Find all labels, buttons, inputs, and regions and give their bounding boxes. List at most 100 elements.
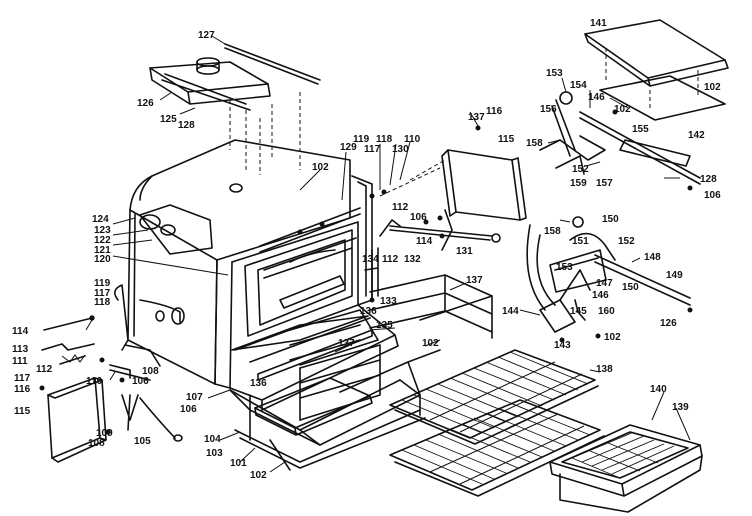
callout-123: 123 — [94, 225, 111, 236]
callout-113: 113 — [12, 344, 29, 355]
top-rod — [224, 43, 321, 85]
callout-148: 148 — [644, 252, 661, 263]
callout-115: 115 — [14, 406, 31, 417]
callout-156: 156 — [540, 104, 557, 115]
callout-130: 130 — [392, 144, 409, 155]
callout-112: 112 — [382, 254, 399, 265]
callout-140: 140 — [650, 384, 667, 395]
callout-141: 141 — [590, 18, 607, 29]
callout-153: 153 — [556, 262, 573, 273]
callout-107: 107 — [186, 392, 203, 403]
callout-116: 116 — [486, 106, 503, 117]
callout-106: 106 — [180, 404, 197, 415]
callout-158: 158 — [544, 226, 561, 237]
callout-115: 115 — [498, 134, 515, 145]
callout-121: 121 — [94, 245, 111, 256]
callout-102: 102 — [604, 332, 621, 343]
callout-124: 124 — [92, 214, 109, 225]
callout-139: 139 — [672, 402, 689, 413]
callout-119: 119 — [353, 134, 370, 145]
callout-137: 137 — [468, 112, 485, 123]
callout-126: 126 — [660, 318, 677, 329]
callout-117: 117 — [364, 144, 381, 155]
callout-144: 144 — [502, 306, 519, 317]
callout-116: 116 — [14, 384, 31, 395]
hardware-left — [39, 315, 105, 391]
callout-102: 102 — [250, 470, 267, 481]
hinge-assembly — [105, 364, 183, 442]
callout-127: 127 — [198, 30, 215, 41]
callout-152: 152 — [618, 236, 635, 247]
side-strips — [114, 284, 185, 367]
callout-125: 125 — [160, 114, 177, 125]
callout-131: 131 — [456, 246, 473, 257]
callout-153: 153 — [546, 68, 563, 79]
callout-118: 118 — [376, 134, 393, 145]
callout-101: 101 — [230, 458, 247, 469]
callout-111: 111 — [12, 356, 28, 367]
broiler-element — [263, 237, 357, 309]
callout-102: 102 — [422, 338, 439, 349]
callout-150: 150 — [602, 214, 619, 225]
leader-lines — [85, 35, 691, 473]
callout-114: 114 — [12, 326, 29, 337]
top-panel — [149, 57, 271, 111]
callout-137: 137 — [466, 275, 483, 286]
callout-118: 118 — [94, 297, 111, 308]
oven-burner — [369, 125, 501, 251]
callout-112: 112 — [36, 364, 53, 375]
callout-133: 133 — [380, 296, 397, 307]
left-door-panel — [47, 377, 107, 463]
callout-labels: 127 126 125 128 129 102 119 118 117 130 … — [12, 18, 721, 481]
callout-152: 152 — [572, 164, 589, 175]
callout-104: 104 — [204, 434, 221, 445]
callout-108: 108 — [142, 366, 159, 377]
callout-114: 114 — [416, 236, 433, 247]
callout-117: 117 — [94, 288, 111, 299]
callout-106: 106 — [704, 190, 721, 201]
callout-142: 142 — [688, 130, 705, 141]
callout-138: 138 — [596, 364, 613, 375]
callout-102: 102 — [704, 82, 721, 93]
callout-126: 126 — [137, 98, 154, 109]
callout-145: 145 — [570, 306, 587, 317]
callout-151: 151 — [572, 236, 589, 247]
callout-155: 155 — [632, 124, 649, 135]
callout-106: 106 — [410, 212, 427, 223]
callout-147: 147 — [596, 278, 613, 289]
broiler-pan — [549, 424, 703, 513]
lower-frame — [229, 377, 426, 471]
callout-146: 146 — [588, 92, 605, 103]
ignitor-rod — [364, 247, 379, 303]
callout-110: 110 — [404, 134, 421, 145]
callout-102: 102 — [312, 162, 329, 173]
callout-149: 149 — [666, 270, 683, 281]
rack-guides — [289, 274, 493, 421]
callout-128: 128 — [700, 174, 717, 185]
oven-body — [127, 139, 399, 411]
callout-136: 136 — [360, 306, 377, 317]
oven-racks — [389, 349, 605, 497]
callout-103: 103 — [206, 448, 223, 459]
callout-128: 128 — [178, 120, 195, 131]
callout-160: 160 — [598, 306, 615, 317]
callout-106: 106 — [132, 376, 149, 387]
callout-146: 146 — [592, 290, 609, 301]
callout-110: 110 — [86, 376, 103, 387]
callout-134: 134 — [362, 254, 379, 265]
callout-109: 109 — [96, 428, 113, 439]
callout-154: 154 — [570, 80, 587, 91]
callout-122: 122 — [94, 235, 111, 246]
back-panel — [441, 149, 527, 221]
callout-119: 119 — [94, 278, 111, 289]
broil-burner-assembly — [539, 19, 729, 191]
callout-157: 157 — [596, 178, 613, 189]
callout-108: 108 — [88, 438, 105, 449]
callout-129: 129 — [340, 142, 357, 153]
oven-burner-right — [526, 216, 693, 343]
callout-137: 137 — [338, 338, 355, 349]
callout-159: 159 — [570, 178, 587, 189]
callout-102: 102 — [614, 104, 631, 115]
